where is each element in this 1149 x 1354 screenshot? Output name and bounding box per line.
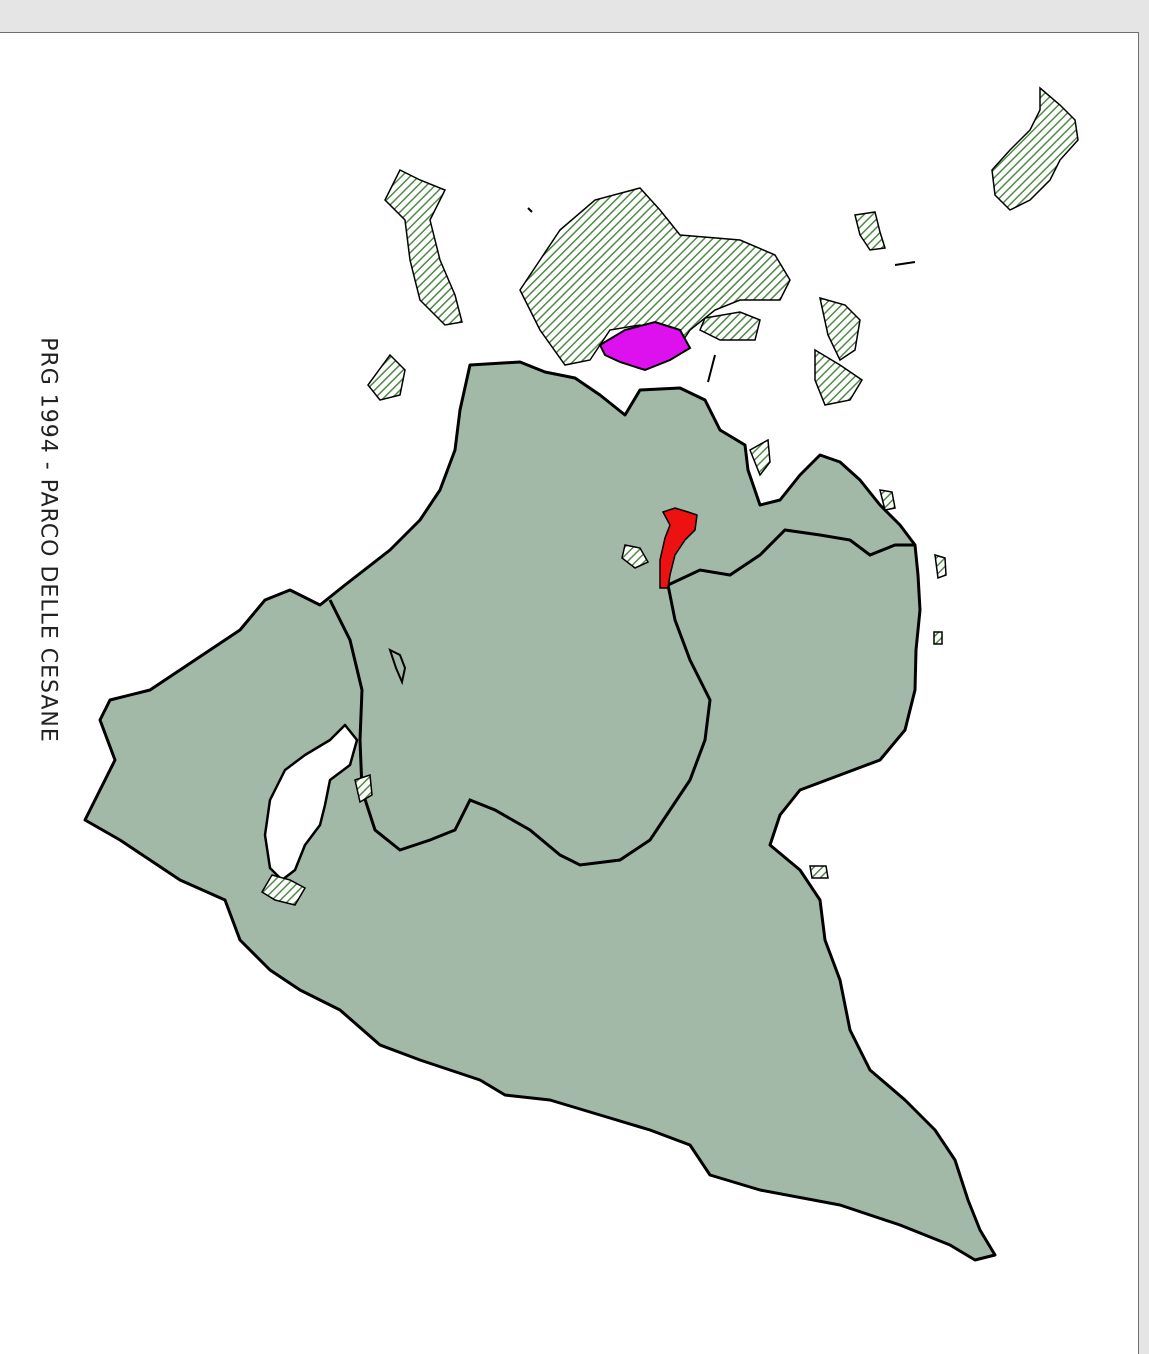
park-area-lake-1 bbox=[354, 773, 373, 804]
park-area-east-3 bbox=[933, 631, 943, 645]
park-area-north-5 bbox=[819, 296, 861, 362]
territory-polygon bbox=[83, 360, 997, 1262]
park-area-north-3 bbox=[519, 187, 791, 366]
park-area-lake-2 bbox=[260, 874, 307, 906]
red-zone bbox=[659, 507, 698, 589]
small-feature-4 bbox=[527, 207, 533, 213]
small-feature-2 bbox=[894, 261, 916, 266]
lake-area bbox=[263, 723, 359, 882]
district-boundary-right bbox=[667, 528, 915, 587]
district-boundary-left bbox=[328, 584, 712, 867]
small-feature-1 bbox=[388, 648, 407, 686]
park-area-east-1 bbox=[749, 438, 771, 477]
park-area-north-1 bbox=[384, 168, 463, 326]
park-area-north-4 bbox=[699, 311, 761, 341]
park-area-northeast bbox=[991, 86, 1079, 211]
park-area-east-2 bbox=[878, 489, 896, 511]
park-area-north-2 bbox=[367, 353, 406, 401]
map-title: PRG 1994 - PARCO DELLE CESANE bbox=[35, 337, 61, 743]
magenta-zone bbox=[598, 320, 692, 372]
park-area-south-islet bbox=[809, 865, 829, 879]
park-area-east-4 bbox=[934, 553, 947, 580]
small-feature-3 bbox=[707, 354, 716, 383]
park-area-north-6 bbox=[814, 348, 864, 406]
park-area-center bbox=[621, 544, 650, 569]
park-area-north-7 bbox=[854, 211, 886, 251]
